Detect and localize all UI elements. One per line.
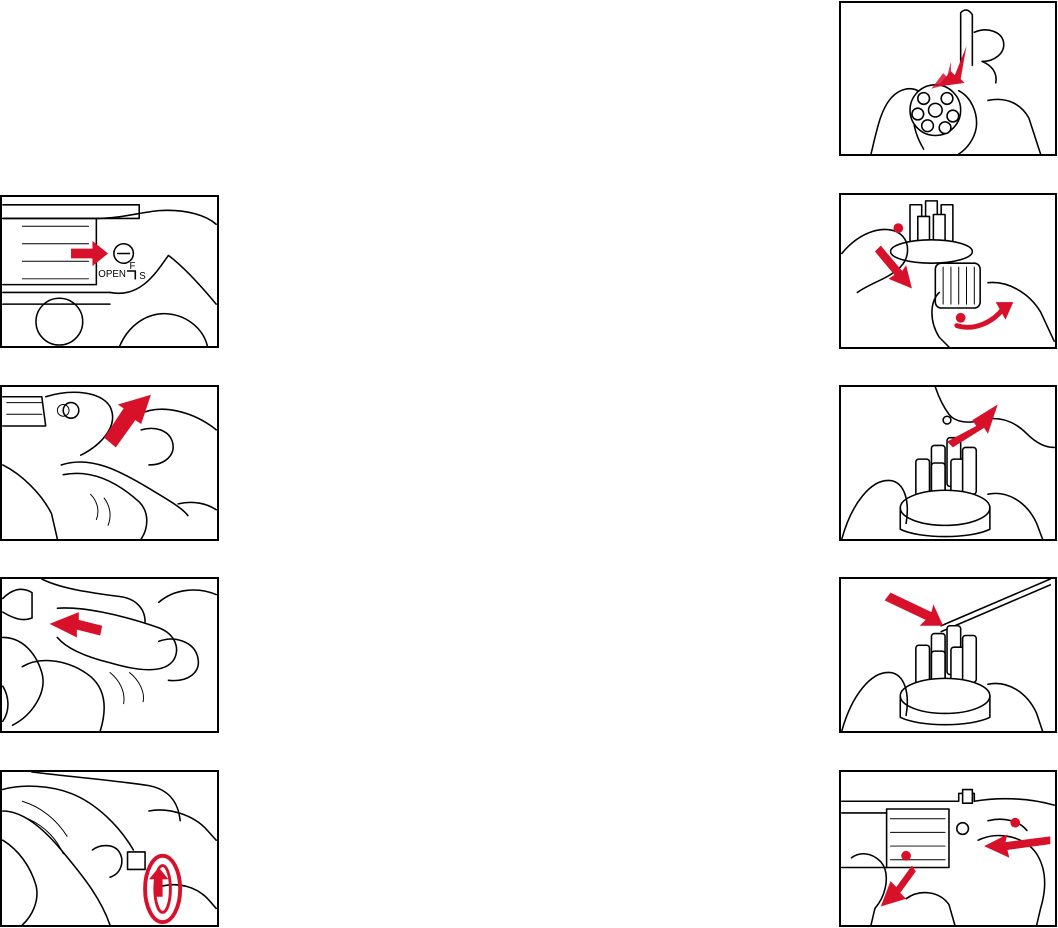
remove-grip-drawing [2,387,217,539]
open-label: OPEN [98,269,126,280]
insert-bb-drawing [841,387,1055,539]
illustration-load-shell [839,1,1057,156]
push-bb-rod-drawing [841,579,1055,731]
cylinder-release-drawing: OPEN F S [2,197,217,346]
illustration-insert-co2 [0,577,219,733]
illustration-unscrew-holder [839,193,1057,349]
load-shell-drawing [841,3,1055,154]
s-label: S [139,271,146,282]
close-cylinder-drawing [841,772,1055,925]
illustration-tighten-screw [0,770,219,927]
illustration-remove-grip [0,385,219,541]
illustration-close-cylinder [839,770,1057,927]
unscrew-holder-drawing [841,195,1055,347]
illustration-push-bb-rod [839,577,1057,733]
illustration-insert-bb [839,385,1057,541]
illustration-cylinder-release: OPEN F S [0,195,219,348]
insert-co2-drawing [2,579,217,731]
tighten-screw-drawing [2,772,217,925]
